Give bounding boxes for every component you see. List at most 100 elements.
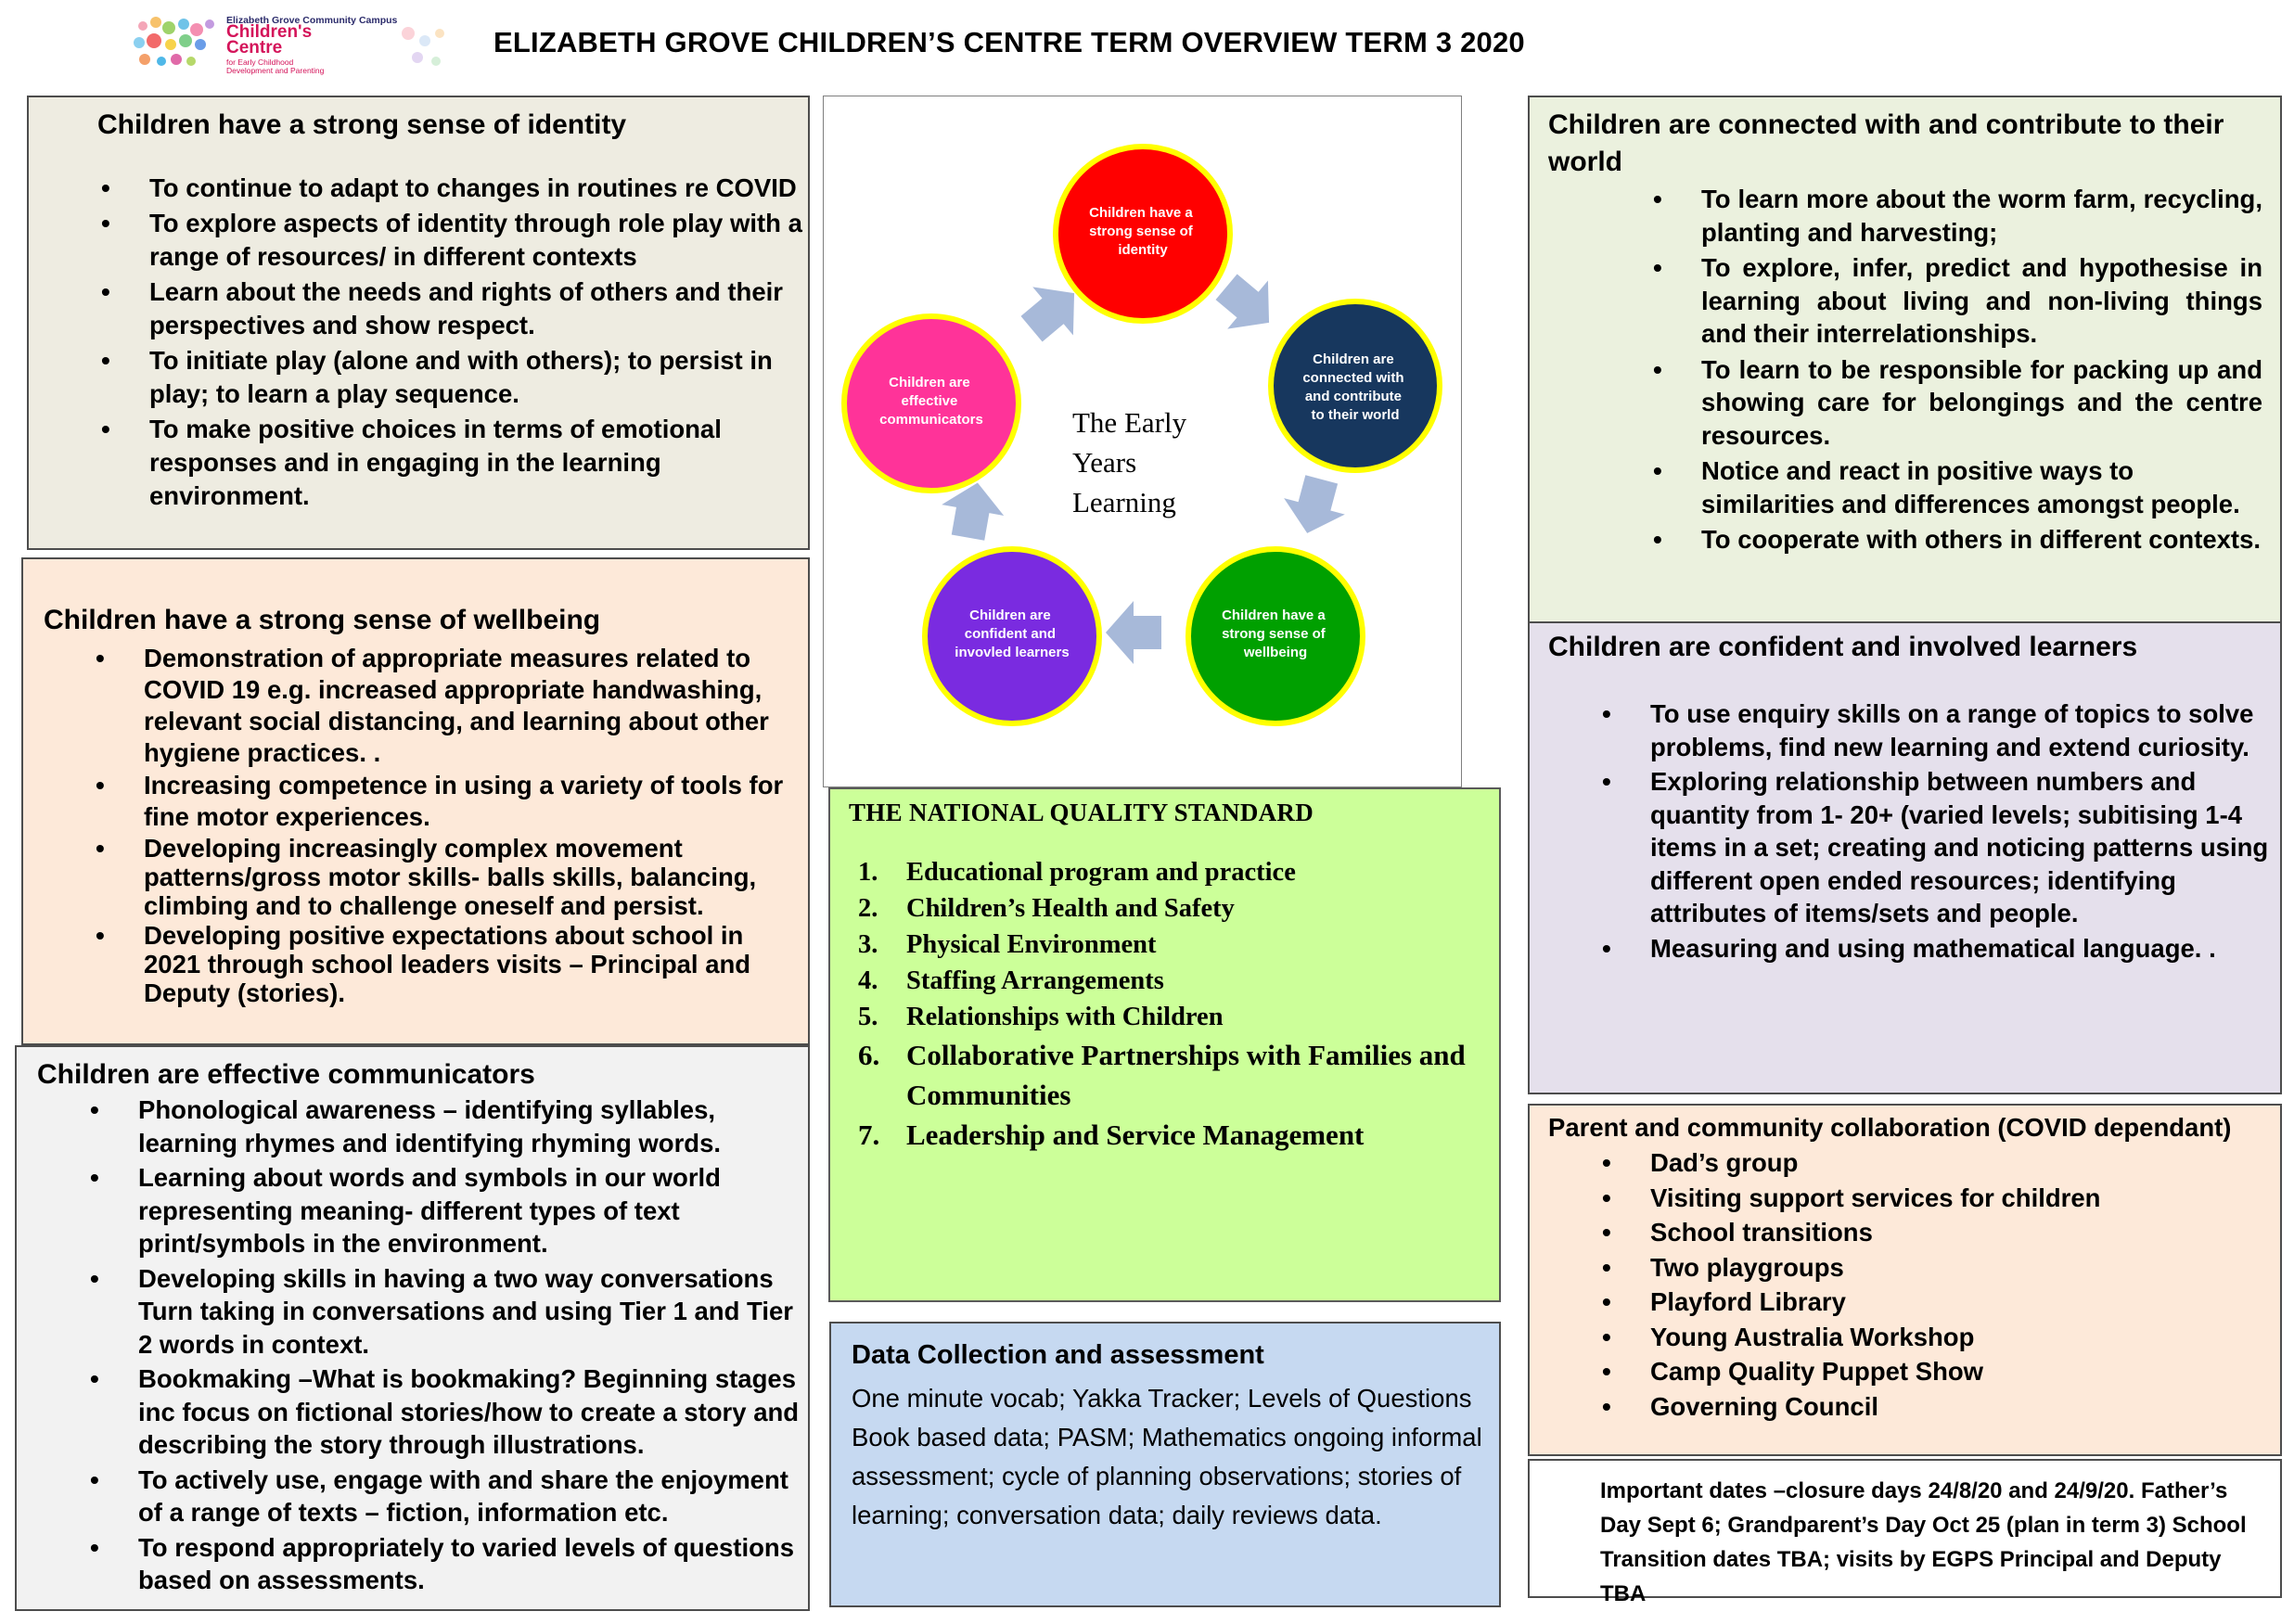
circle-label-line: and contribute [1305, 389, 1402, 404]
list-item: To explore aspects of identity through r… [101, 207, 817, 274]
center-line: The Early [1072, 406, 1187, 439]
list-item: Developing positive expectations about s… [96, 921, 802, 1007]
list-item: Developing increasingly complex movement… [96, 834, 802, 920]
list-item: To make positive choices in terms of emo… [101, 413, 817, 513]
svg-text:Children have a strong: Children have a strong sense of identity [1089, 205, 1197, 258]
list-item: Increasing competence in using a variety… [96, 770, 802, 833]
circle-label-line: Children are [1313, 352, 1394, 367]
circle-label-line: Children are [969, 607, 1051, 623]
identity-heading: Children have a strong sense of identity [97, 109, 627, 140]
centre-logo: Elizabeth Grove Community Campus Childre… [130, 13, 455, 78]
list-item: To initiate play (alone and with others)… [101, 344, 817, 411]
cycle-diagram: Children have a strong sense of identity… [841, 144, 1442, 726]
data-collection-body: One minute vocab; Yakka Tracker; Levels … [852, 1384, 1482, 1529]
wellbeing-heading: Children have a strong sense of wellbein… [44, 605, 601, 635]
communicators-list: Phonological awareness – identifying syl… [90, 1093, 806, 1599]
list-item: To explore, infer, predict and hypothesi… [1653, 251, 2262, 351]
identity-list: To continue to adapt to changes in routi… [101, 172, 817, 515]
list-item: To actively use, engage with and share t… [90, 1464, 806, 1529]
confident-learners-box: Children are confident and involved lear… [1528, 621, 2282, 1094]
national-quality-standard-box: THE NATIONAL QUALITY STANDARD 1.Educatio… [828, 787, 1501, 1302]
list-number: 6. [858, 1039, 880, 1071]
confident-list: To use enquiry skills on a range of topi… [1602, 697, 2272, 966]
list-text: Leadership and Service Management [906, 1119, 1365, 1151]
list-item: Visiting support services for children [1602, 1182, 2262, 1215]
world-heading: Children are connected with and contribu… [1548, 109, 2224, 177]
wellbeing-list: Demonstration of appropriate measures re… [96, 643, 802, 1008]
circle-label-line: strong sense of [1089, 224, 1194, 239]
svg-text:Children are effective: Children are effective communicators [879, 375, 983, 428]
list-item: Notice and react in positive ways to sim… [1653, 454, 2262, 520]
list-item: Young Australia Workshop [1602, 1321, 2262, 1354]
list-item: 4. Staffing Arrangements [858, 963, 1489, 999]
list-text: Physical Environment [906, 930, 1157, 959]
list-item: Bookmaking –What is bookmaking? Beginnin… [90, 1362, 806, 1462]
list-item: Governing Council [1602, 1390, 2262, 1424]
nqs-list: 1.Educational program and practice 2.Chi… [858, 854, 1489, 1155]
page-title: ELIZABETH GROVE CHILDREN’S CENTRE TERM O… [493, 26, 1525, 58]
list-item: Camp Quality Puppet Show [1602, 1355, 2262, 1388]
circle-label-line: invovled learners [955, 645, 1069, 660]
list-item: Exploring relationship between numbers a… [1602, 765, 2272, 930]
world-box: Children are connected with and contribu… [1528, 96, 2282, 623]
list-item: 1.Educational program and practice [858, 854, 1489, 890]
important-dates-box: Important dates –closure days 24/8/20 an… [1528, 1459, 2282, 1606]
list-item: To use enquiry skills on a range of topi… [1602, 697, 2272, 763]
list-number: 5. [858, 1003, 878, 1031]
list-item: 2.Children’s Health and Safety [858, 890, 1489, 927]
list-number: 4. [858, 966, 878, 995]
list-text: Relationships with Children [906, 1003, 1224, 1031]
nqs-heading: THE NATIONAL QUALITY STANDARD [849, 799, 1314, 826]
list-item: Learn about the needs and rights of othe… [101, 275, 817, 342]
list-item: 5. Relationships with Children [858, 999, 1489, 1035]
parent-community-box: Parent and community collaboration (COVI… [1528, 1104, 2282, 1456]
wellbeing-circle: Children have a strong sense of wellbein… [1185, 546, 1365, 726]
list-number: 3. [858, 930, 878, 959]
list-item: To respond appropriately to varied level… [90, 1531, 806, 1597]
identity-box: Children have a strong sense of identity… [27, 96, 810, 550]
circle-label-line: confident and [965, 626, 1056, 642]
list-item: Demonstration of appropriate measures re… [96, 643, 802, 769]
list-item: Learning about words and symbols in our … [90, 1161, 806, 1260]
data-collection-box: Data Collection and assessment One minut… [829, 1322, 1501, 1607]
circle-label-line: to their world [1312, 407, 1400, 423]
list-item: To cooperate with others in different co… [1653, 523, 2262, 556]
parent-heading: Parent and community collaboration (COVI… [1548, 1113, 2232, 1142]
circle-label-line: Children have a [1222, 607, 1326, 623]
circle-label-line: connected with [1302, 370, 1403, 386]
cycle-arrow-icon [1276, 471, 1352, 542]
svg-text:Children are confident: Children are confident and invovled lear… [955, 607, 1069, 660]
logo-sub-line2: Development and Parenting [226, 66, 325, 75]
center-line: Learning [1072, 486, 1176, 518]
circle-label-line: strong sense of [1222, 626, 1326, 642]
wellbeing-box: Children have a strong sense of wellbein… [21, 557, 810, 1045]
list-item: Dad’s group [1602, 1146, 2262, 1180]
identity-circle: Children have a strong sense of identity [1053, 144, 1233, 324]
circle-label-line: Children are [889, 375, 970, 390]
parent-list: Dad’s group Visiting support services fo… [1602, 1146, 2262, 1425]
logo-name-line2: Centre [226, 38, 283, 58]
list-item: Phonological awareness – identifying syl… [90, 1093, 806, 1159]
confident-circle: Children are confident and invovled lear… [922, 546, 1102, 726]
list-item: To learn more about the worm farm, recyc… [1653, 183, 2262, 249]
world-list: To learn more about the worm farm, recyc… [1653, 183, 2262, 559]
circle-label-line: identity [1118, 242, 1168, 258]
list-text: Collaborative Partnerships with Families… [906, 1039, 1466, 1111]
list-number: 1. [858, 858, 878, 887]
list-item: School transitions [1602, 1216, 2262, 1249]
logo-sub-line1: for Early Childhood [226, 58, 294, 67]
list-item: Measuring and using mathematical languag… [1602, 932, 2272, 965]
circle-label-line: communicators [879, 412, 983, 428]
list-item: To continue to adapt to changes in routi… [101, 172, 817, 205]
list-item: 6. Collaborative Partnerships with Famili… [858, 1035, 1489, 1115]
list-number: 7. [858, 1119, 880, 1151]
list-item: 7. Leadership and Service Management [858, 1115, 1489, 1155]
diagram-center-title: The Early Years Learning [1072, 406, 1194, 518]
circle-label-line: effective [901, 393, 957, 409]
communicators-box: Children are effective communicators Pho… [15, 1045, 810, 1611]
center-line: Years [1072, 446, 1136, 479]
svg-text:Children have a strong: Children have a strong sense of wellbein… [1222, 607, 1329, 660]
list-item: Playford Library [1602, 1285, 2262, 1319]
list-text: Staffing Arrangements [906, 966, 1164, 995]
cycle-arrow-icon [1106, 601, 1161, 664]
